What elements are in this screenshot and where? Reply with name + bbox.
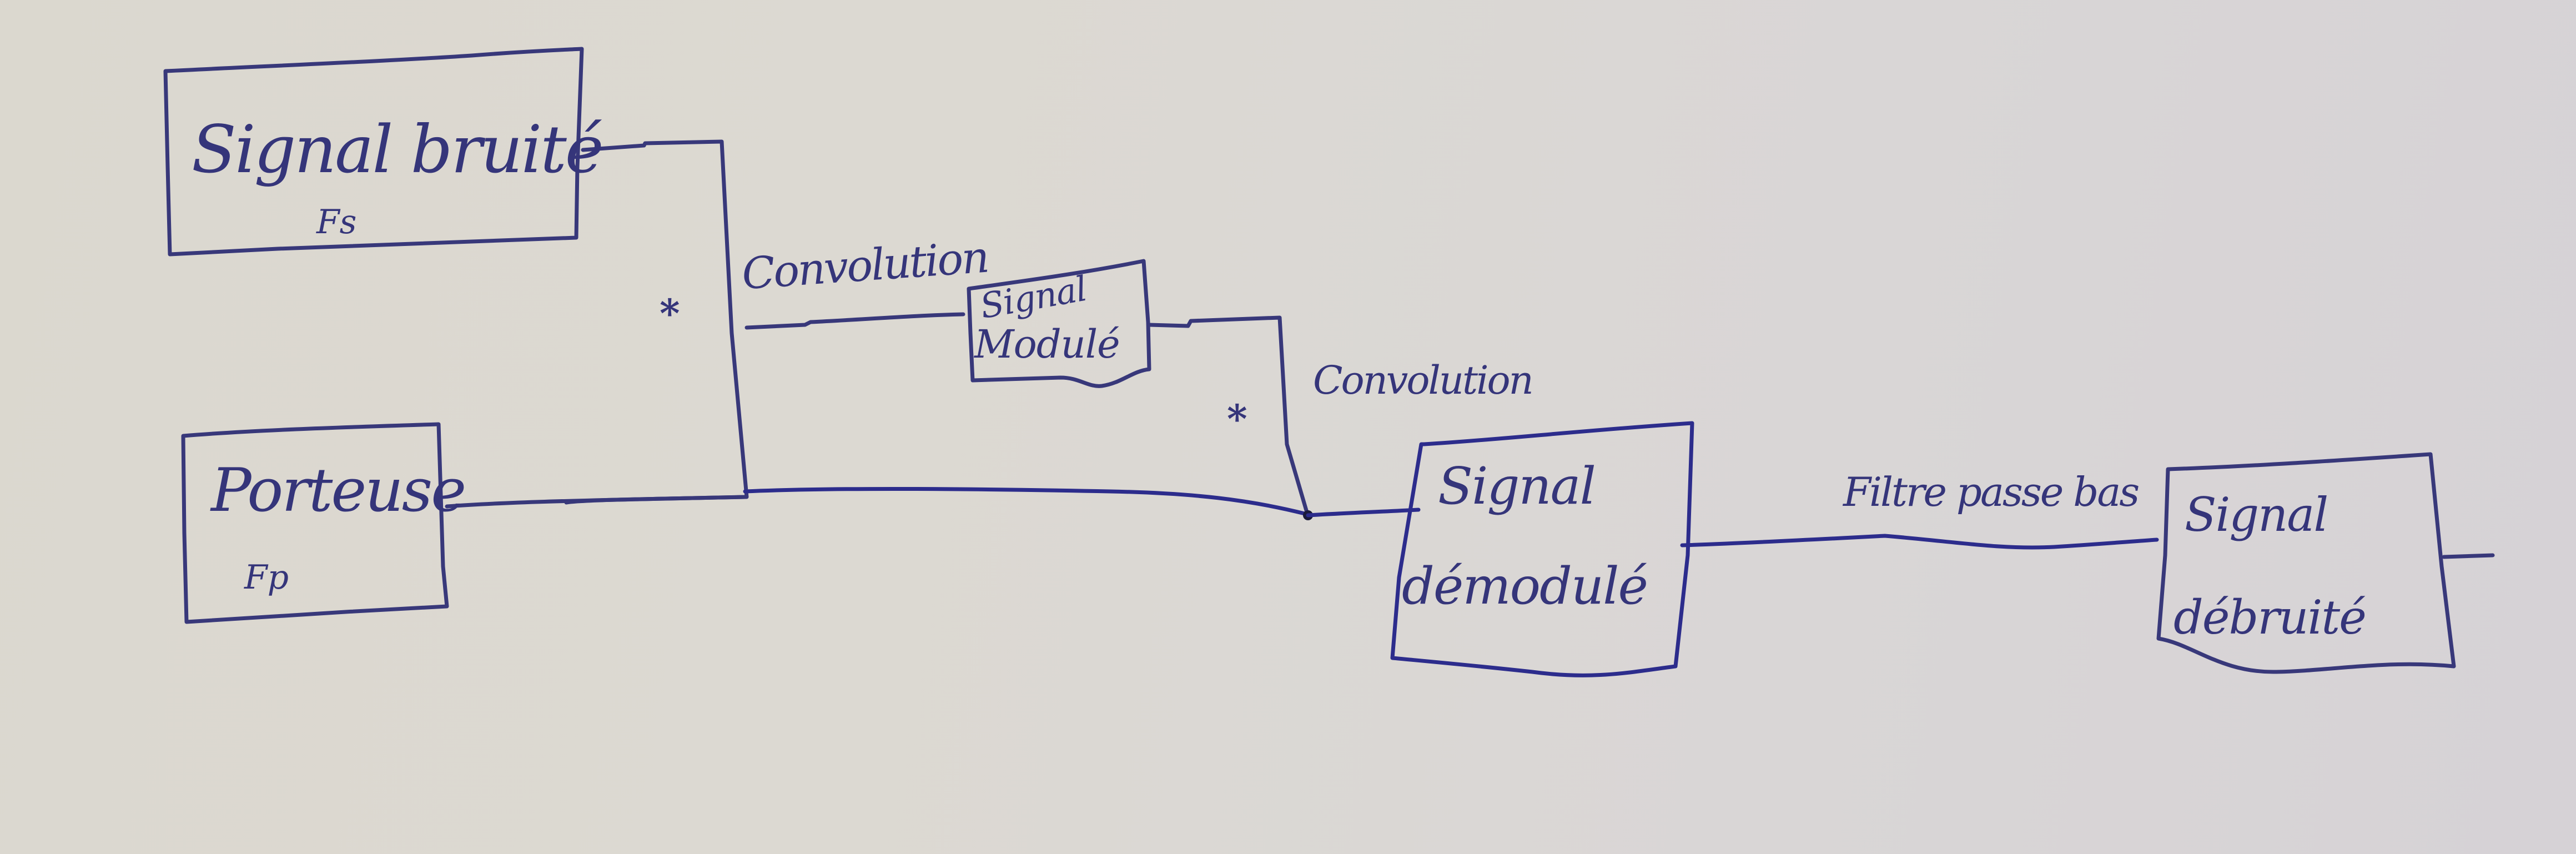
noisy-signal-frequency: Fs <box>316 203 357 242</box>
noisy-signal-title: Signal bruité <box>192 111 604 188</box>
mult2-to-demod-line <box>1306 508 1421 518</box>
modulated-title-line2: Modulé <box>974 321 1120 367</box>
noisy-to-mult-line <box>564 139 749 505</box>
convolution-label-2: Convolution <box>1313 358 1534 403</box>
carrier-output-line <box>445 495 747 509</box>
demodulated-title-line2: démodulé <box>1402 556 1648 616</box>
carrier-title: Porteuse <box>211 456 466 525</box>
carrier-frequency: Fp <box>244 558 289 597</box>
carrier-box <box>181 422 449 624</box>
multiply-operator-2: * <box>1227 396 1247 442</box>
demodulated-box <box>1390 421 1694 677</box>
multiply-operator-1: * <box>660 290 680 336</box>
output-stub-line <box>2442 553 2495 559</box>
denoised-title-line1: Signal <box>2185 488 2328 542</box>
conv1-line <box>744 312 965 330</box>
lowpass-filter-label: Filtre passe bas <box>1843 469 2140 515</box>
denoised-box <box>2156 452 2456 674</box>
modulated-to-mult2-line <box>1147 315 1310 516</box>
denoised-title-line2: débruité <box>2174 590 2367 645</box>
carrier-bus-line <box>743 486 1307 516</box>
demodulated-title-line1: Signal <box>1438 456 1596 516</box>
lowpass-line <box>1680 534 2159 550</box>
noisy-signal-box <box>163 47 584 257</box>
modulated-box <box>967 259 1151 388</box>
